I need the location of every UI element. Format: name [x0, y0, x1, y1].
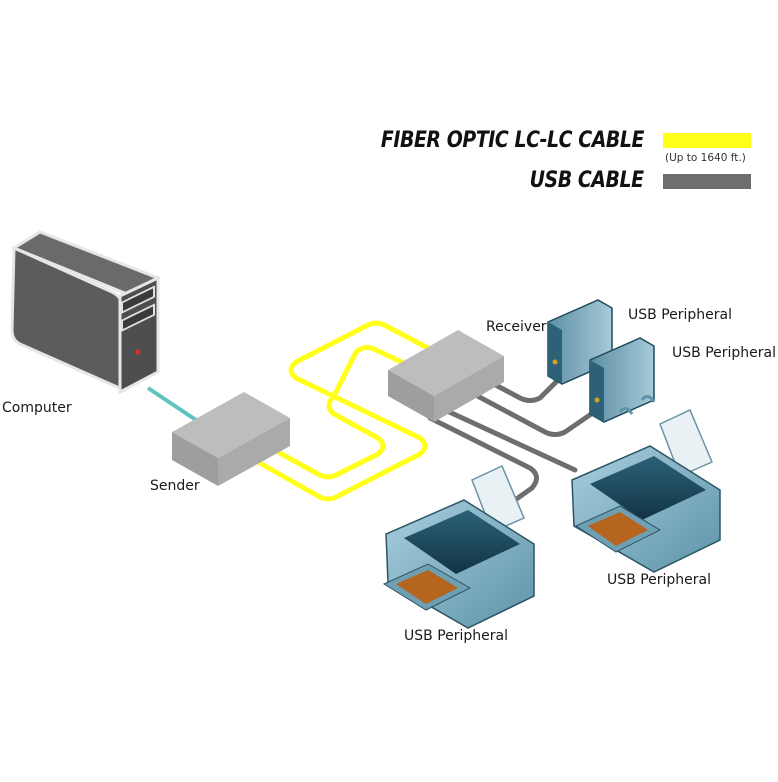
sender-box	[172, 392, 290, 486]
power-led	[135, 349, 141, 355]
peripheral-label-drive-2: USB Peripheral	[672, 345, 776, 361]
computer-label: Computer	[2, 400, 72, 416]
sender-label: Sender	[150, 478, 200, 494]
usb-cable-printer-left	[427, 415, 539, 503]
fiber-legend-note: (Up to 1640 ft.)	[665, 152, 746, 164]
computer-sender-cable	[146, 386, 198, 422]
receiver-box	[388, 330, 504, 422]
receiver-label: Receiver	[486, 319, 547, 335]
fiber-cable-outer	[256, 320, 434, 502]
receiver-top	[388, 330, 504, 396]
usb-legend-label: USB CABLE	[529, 168, 644, 193]
fiber-cables	[256, 320, 434, 502]
usb-cable-printer-right	[442, 407, 578, 473]
sender-side	[218, 418, 290, 486]
usb-drive-2	[589, 337, 656, 423]
printer-left	[382, 464, 535, 629]
usb-cable-drive-2	[467, 389, 603, 437]
usb-legend-swatch	[663, 174, 751, 189]
computer-tower	[10, 230, 162, 395]
fiber-legend-label: FIBER OPTIC LC-LC CABLE	[380, 128, 645, 153]
drive-bay-1	[121, 285, 155, 314]
peripheral-label-printer-right: USB Peripheral	[607, 572, 711, 588]
fiber-legend-swatch	[663, 133, 751, 148]
printer-right	[571, 408, 721, 573]
receiver-front	[388, 370, 434, 422]
peripheral-label-printer-left: USB Peripheral	[404, 628, 508, 644]
usb-cables	[427, 375, 603, 503]
sender-top	[172, 392, 290, 458]
usb-cable-drive-1	[487, 375, 563, 403]
drive-bay-2	[121, 303, 155, 332]
receiver-side	[434, 356, 504, 422]
sender-front	[172, 432, 218, 486]
peripheral-label-drive-1: USB Peripheral	[628, 307, 732, 323]
fiber-cable-inner	[276, 344, 412, 480]
